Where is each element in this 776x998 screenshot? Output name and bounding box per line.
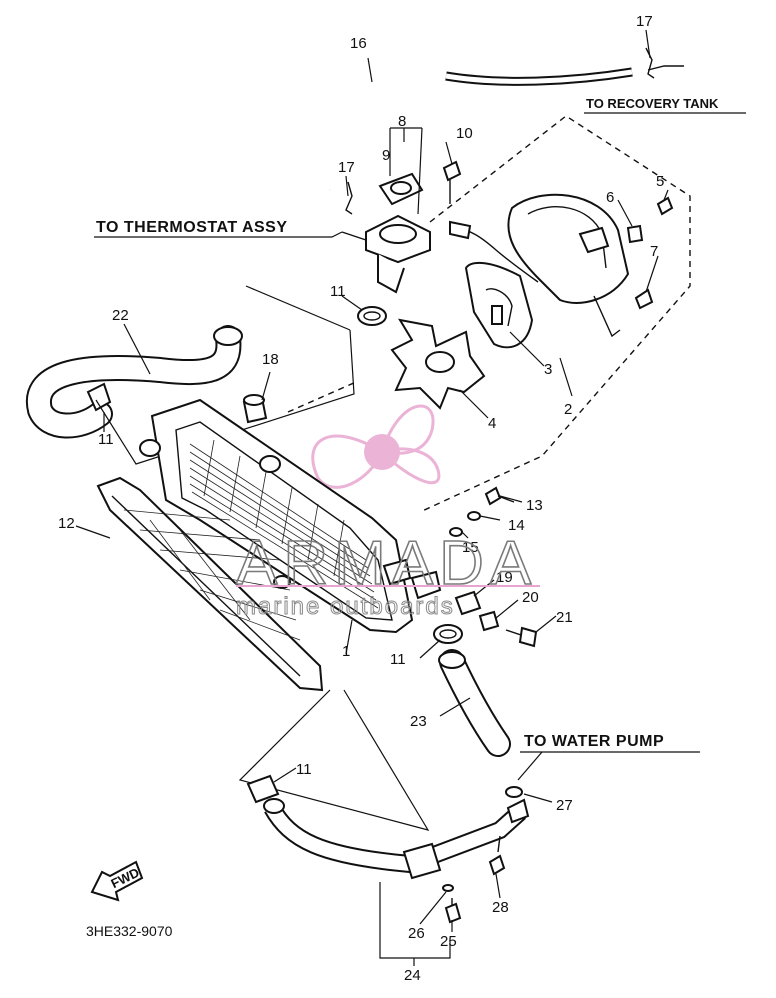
radiator-cap-9 xyxy=(378,172,424,206)
part-number-24: 24 xyxy=(404,967,421,984)
part-number-26: 26 xyxy=(408,925,425,942)
radiator-1 xyxy=(139,398,442,634)
part-number-6: 6 xyxy=(606,189,614,206)
clip-17-top xyxy=(645,47,655,79)
part-number-12: 12 xyxy=(58,515,75,532)
fwd-arrow-icon: FWD xyxy=(90,860,144,902)
watermark-tagline: marine outboards xyxy=(236,593,455,620)
diagram-code: 3HE332-9070 xyxy=(86,923,173,939)
bleed-screw-25 xyxy=(444,898,462,924)
part-number-11-upper: 11 xyxy=(330,283,346,300)
clamp-11-upper xyxy=(357,306,387,326)
part-number-17-left: 17 xyxy=(338,159,355,176)
fan-assy-2 xyxy=(287,115,691,513)
part-number-19: 19 xyxy=(496,569,513,586)
part-number-labels: 16 17 8 9 10 17 5 6 7 11 22 18 3 2 4 11 … xyxy=(58,13,664,984)
bolt-28 xyxy=(488,835,506,876)
part-number-10: 10 xyxy=(456,125,473,142)
oring-27 xyxy=(505,786,523,798)
washer-14 xyxy=(467,511,481,521)
radiator-screen-12 xyxy=(96,476,324,692)
part-number-28: 28 xyxy=(492,899,509,916)
part-number-17-top: 17 xyxy=(636,13,653,30)
clamp-11-left xyxy=(86,382,112,412)
part-number-18: 18 xyxy=(262,351,279,368)
clamp-11-lower xyxy=(433,624,463,644)
part-number-25: 25 xyxy=(440,933,457,950)
part-number-11-left: 11 xyxy=(98,431,114,448)
hose-23 xyxy=(438,649,511,757)
part-number-16: 16 xyxy=(350,35,367,52)
part-number-11-lower: 11 xyxy=(390,651,406,668)
water-pipe-24 xyxy=(263,798,530,880)
part-number-22: 22 xyxy=(112,307,129,324)
bolt-10 xyxy=(442,160,462,204)
part-number-20: 20 xyxy=(522,589,539,606)
part-number-13: 13 xyxy=(526,497,543,514)
part-number-14: 14 xyxy=(508,517,525,534)
hose-22 xyxy=(26,325,243,439)
part-number-11-pipe: 11 xyxy=(296,761,312,778)
radiator-core xyxy=(189,439,379,609)
cap-18 xyxy=(242,394,268,424)
callout-to-thermostat-assy: TO THERMOSTAT ASSY xyxy=(96,219,288,236)
clip-17-left xyxy=(345,181,353,215)
part-number-4: 4 xyxy=(488,415,496,432)
part-number-1: 1 xyxy=(342,643,350,660)
leader-hose-22 xyxy=(95,329,355,465)
part-number-8: 8 xyxy=(398,113,406,130)
collar-20 xyxy=(478,610,500,632)
part-number-7: 7 xyxy=(650,243,658,260)
part-number-21: 21 xyxy=(556,609,573,626)
part-number-27: 27 xyxy=(556,797,573,814)
filler-neck-assy xyxy=(341,214,431,294)
bolt-21 xyxy=(505,626,538,648)
part-number-9: 9 xyxy=(382,147,390,164)
callout-to-recovery-tank: TO RECOVERY TANK xyxy=(586,96,719,111)
callout-to-water-pump: TO WATER PUMP xyxy=(524,733,664,750)
watermark: ARMADA marine outboards xyxy=(235,528,540,621)
leader-clamp-lower xyxy=(238,689,430,831)
propeller-logo-icon xyxy=(311,404,441,489)
washer-26 xyxy=(442,884,454,892)
clamp-11-pipe xyxy=(246,774,280,804)
part-number-3: 3 xyxy=(544,361,552,378)
watermark-brand: ARMADA xyxy=(236,529,537,598)
part-number-5: 5 xyxy=(656,173,664,190)
leader-lines xyxy=(75,29,669,966)
grommet-19 xyxy=(454,590,482,616)
bolt-13 xyxy=(484,486,515,506)
part-number-2: 2 xyxy=(564,401,572,418)
part-number-23: 23 xyxy=(410,713,427,730)
hose-16 xyxy=(292,65,684,193)
part-number-15: 15 xyxy=(462,539,479,556)
